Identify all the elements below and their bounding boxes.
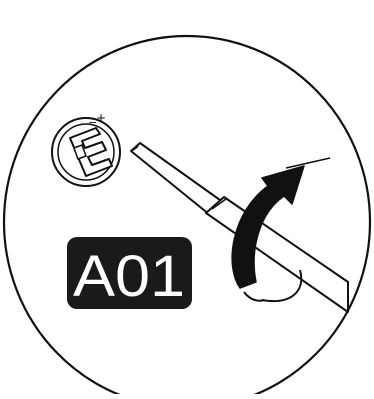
step-badge-label: A01	[73, 244, 185, 309]
frame-circle	[4, 36, 370, 394]
screw-plus-mark: +	[96, 111, 106, 125]
step-badge: A01	[67, 237, 192, 309]
screw-head-icon: − +	[52, 111, 120, 186]
